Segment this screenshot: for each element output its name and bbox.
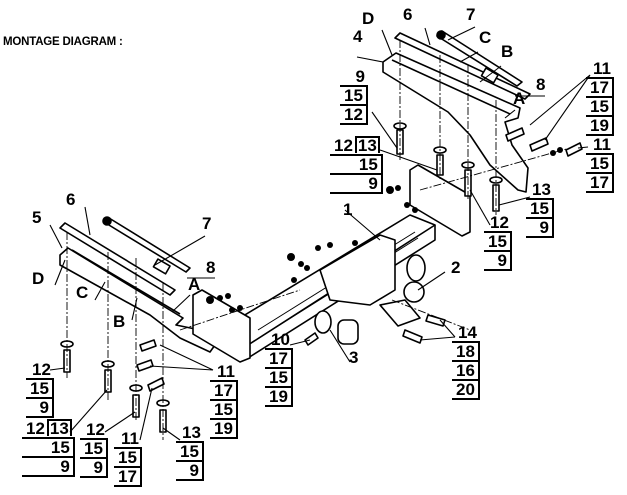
label-part-6-left: 6 (66, 190, 76, 209)
fastener-stack: 13 15 9 (526, 181, 554, 238)
stack-item: 18 (452, 343, 480, 362)
stack-item: 15 (484, 233, 512, 252)
right-strip-7 (436, 30, 523, 87)
stack-item: 12 (80, 421, 108, 440)
stack-item: 13 (526, 181, 554, 200)
stack-item: 9 (176, 462, 204, 481)
stack-item: 15 (586, 98, 614, 117)
stack-item: 12 (334, 136, 353, 155)
fastener-stack: 12 15 9 (80, 421, 108, 478)
label-part-2: 2 (451, 258, 461, 277)
stack-item: 17 (586, 174, 614, 193)
label-part-8-left: 8 (206, 258, 216, 277)
stack-item: 17 (265, 350, 293, 369)
socket-plate-3 (314, 310, 359, 345)
right-bracket (382, 52, 529, 193)
right-strip-6 (394, 32, 531, 100)
stack-item: 20 (452, 381, 480, 400)
stack-item-boxed: 13 (354, 136, 380, 154)
stack-item: 11 (210, 363, 238, 382)
stack-item: 15 (526, 200, 554, 219)
stack-item: 19 (265, 388, 293, 407)
label-B-left: B (113, 312, 126, 331)
label-C-left: C (76, 283, 89, 302)
label-C-top: C (479, 28, 492, 47)
stack-item: 15 (265, 369, 293, 388)
stack-item: 12 (484, 214, 512, 233)
stack-item: 11 (586, 60, 614, 79)
stack-item: 15 (210, 401, 238, 420)
label-D-top: D (362, 9, 375, 28)
stack-item: 11 (586, 136, 614, 155)
stack-item: 17 (210, 382, 238, 401)
label-part-5: 5 (32, 208, 42, 227)
stack-item: 10 (265, 331, 293, 350)
stack-item: 15 (330, 156, 383, 175)
label-D-left: D (32, 269, 45, 288)
fastener-stack: 11 15 17 (586, 136, 614, 193)
left-strip-6 (59, 222, 176, 296)
fastener-stack: 11 15 17 (114, 430, 142, 487)
assembly-centerlines (66, 40, 571, 440)
stack-item: 15 (22, 439, 75, 458)
stack-item: 9 (26, 399, 54, 418)
stack-item: 9 (80, 459, 108, 478)
stack-item: 12 (340, 106, 368, 125)
fastener-stack: 13 15 9 (176, 424, 204, 481)
leader-lines (49, 26, 591, 441)
fastener-stack: 9 15 12 (340, 68, 368, 125)
nuts (206, 147, 563, 313)
fastener-stack: 12 15 9 (26, 361, 54, 418)
label-part-3: 3 (349, 348, 359, 367)
stack-item: 11 (114, 430, 142, 449)
stack-item: 13 (176, 424, 204, 443)
stack-item: 19 (586, 117, 614, 136)
label-A-top: A (513, 89, 526, 108)
fastener-stack: 12 15 9 (484, 214, 512, 271)
stack-item: 16 (452, 362, 480, 381)
stack-item-boxed: 13 (46, 419, 72, 437)
stack-item: 19 (210, 420, 238, 439)
stack-item: 9 (484, 252, 512, 271)
stack-item: 9 (340, 68, 368, 87)
label-A-left: A (188, 275, 201, 294)
stack-item: 12 (26, 419, 45, 438)
crossbar-1 (192, 164, 471, 363)
stack-item: 14 (452, 324, 480, 343)
left-strip-7 (102, 216, 191, 275)
diagram-title: MONTAGE DIAGRAM : (3, 36, 123, 48)
stack-item: 9 (526, 219, 554, 238)
label-part-7-left: 7 (202, 214, 212, 233)
fastener-stack: 11 17 15 19 (210, 363, 238, 439)
stack-item: 15 (80, 440, 108, 459)
stack-item: 15 (340, 87, 368, 106)
label-B-top: B (501, 42, 514, 61)
fastener-stack: 11 17 15 19 (586, 60, 614, 136)
stack-item: 17 (114, 468, 142, 487)
fastener-stack: 10 17 15 19 (265, 331, 293, 407)
stack-item: 15 (176, 443, 204, 462)
stack-item: 15 (26, 380, 54, 399)
stack-item: 15 (586, 155, 614, 174)
label-part-1: 1 (343, 200, 353, 219)
label-part-7-top: 7 (466, 5, 476, 24)
label-part-4: 4 (353, 27, 363, 46)
stack-item: 15 (114, 449, 142, 468)
label-part-6-top: 6 (403, 5, 413, 24)
stack-item: 9 (22, 458, 75, 477)
stack-item: 17 (586, 79, 614, 98)
fastener-stack: 14 18 16 20 (452, 324, 480, 400)
stack-item: 9 (330, 175, 383, 194)
stack-item: 12 (26, 361, 54, 380)
label-part-8-top: 8 (536, 75, 546, 94)
